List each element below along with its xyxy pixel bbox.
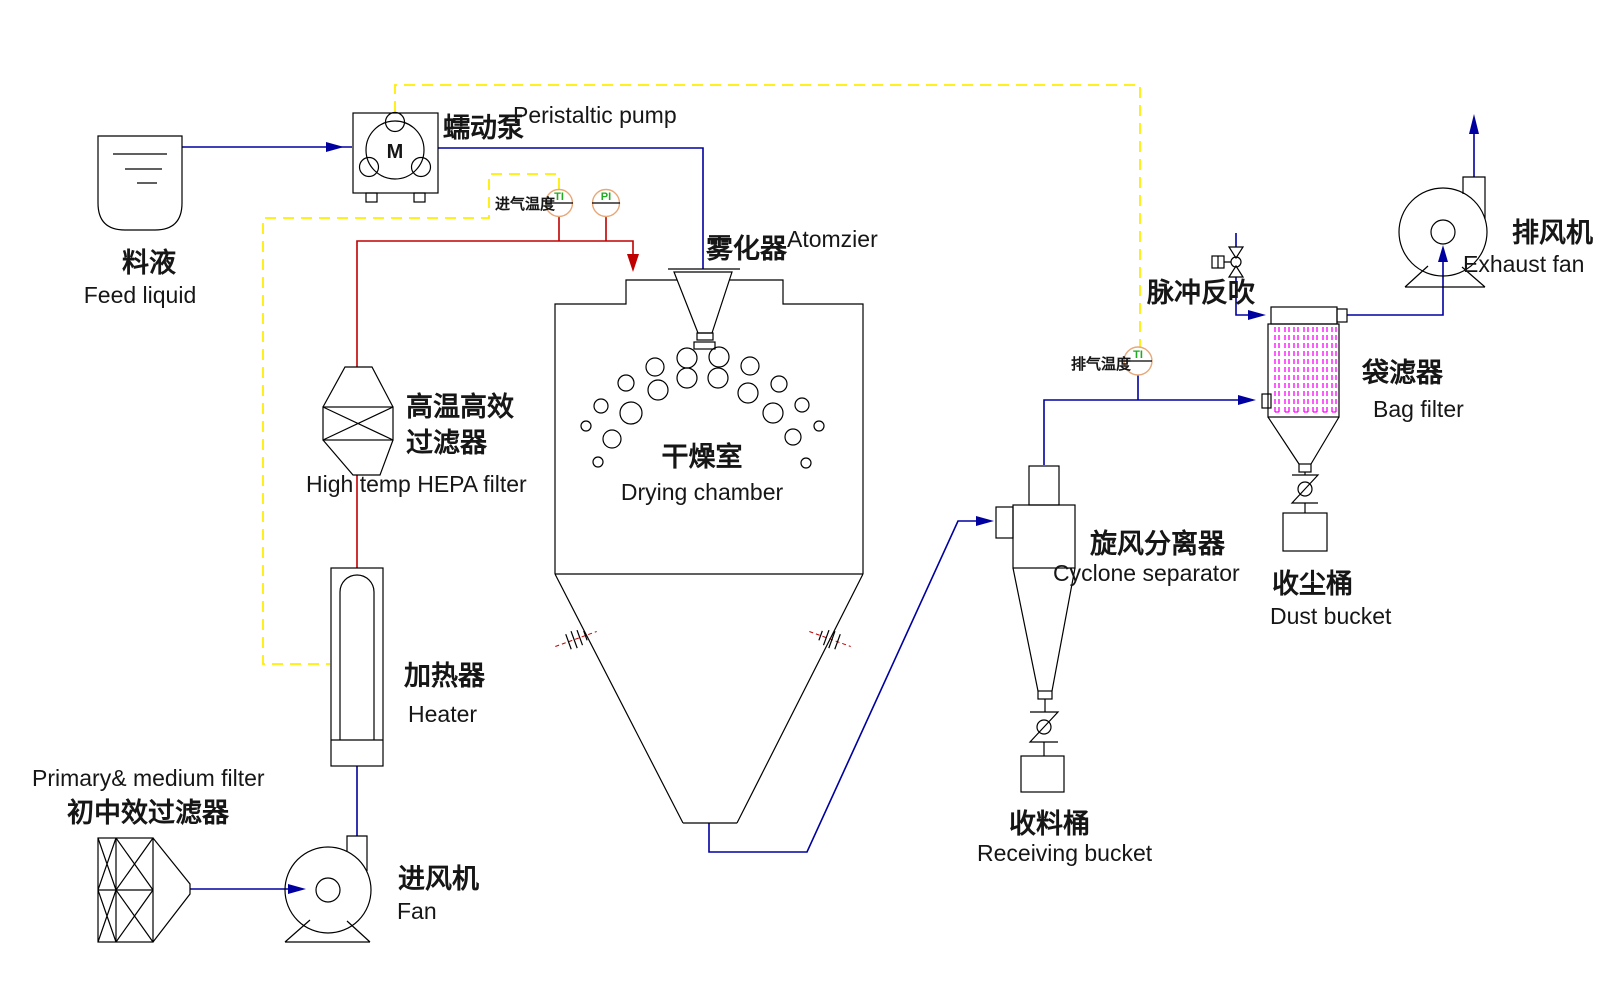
spray-droplets: [580, 346, 825, 469]
heater-label-zh: 加热器: [404, 661, 486, 691]
pulse-blowback-pipe: [1235, 233, 1266, 320]
feed-tank-label-zh: 料液: [122, 248, 176, 278]
exhaust-fan-outlet-duct: [1462, 176, 1486, 219]
cyclone-inlet-box: [995, 506, 1014, 539]
pump-foot-right: [413, 192, 426, 203]
drying-chamber: [554, 279, 864, 824]
pump-to-atomizer-pipe: [438, 147, 704, 269]
exhaust-temp-label: 排气温度: [1071, 355, 1132, 373]
inlet-pressure-sensor: PI: [591, 188, 621, 218]
cyclone-cone: [1012, 567, 1076, 692]
chamber-to-cyclone-pipe: [708, 516, 994, 853]
cyclone-label-en: Cyclone separator: [1053, 560, 1240, 586]
chamber-label-zh: 干燥室: [662, 441, 743, 472]
pump-motor-letter: M: [387, 141, 404, 163]
receiving-bucket: [1020, 755, 1065, 793]
filter-bags: [1274, 327, 1337, 413]
pump-foot-left: [365, 192, 378, 203]
bagfilter-rotary-valve: [1290, 474, 1320, 504]
inlet-pressure-sensor-tag: PI: [601, 191, 611, 203]
intake-fan-label-zh: 进风机: [398, 864, 479, 894]
heater: [330, 567, 384, 767]
liquid-level-lines: [113, 153, 167, 184]
hot-air-pipe: [356, 217, 639, 568]
receiving-label-en: Receiving bucket: [977, 840, 1153, 866]
peristaltic-pump: M: [352, 111, 439, 203]
receiving-label-zh: 收料桶: [1009, 809, 1090, 839]
bagfilter-to-exhaustfan-pipe: [1347, 245, 1448, 316]
pump-control-signal-line: [394, 84, 1141, 347]
atomizer-label-zh: 雾化器: [706, 234, 788, 264]
hepa-label-zh2: 过滤器: [406, 428, 488, 458]
prefilter-label-en: Primary& medium filter: [32, 765, 265, 791]
dust-bucket: [1282, 512, 1328, 552]
pump-label-en: Peristaltic pump: [513, 102, 677, 128]
chamber-label-en: Drying chamber: [621, 479, 784, 505]
exhaust-temp-sensor-tag: TI: [1133, 349, 1143, 361]
intake-fan-base: [284, 919, 371, 943]
cyclone-rotary-valve: [1028, 711, 1060, 743]
heater-control-signal-line: [262, 173, 560, 665]
prefilter-label-zh: 初中效过滤器: [67, 798, 230, 828]
hepa-filter: [322, 366, 394, 476]
bagfilter-label-zh: 袋滤器: [1361, 358, 1444, 388]
bag-filter: [1261, 306, 1348, 513]
inlet-temp-label: 进气温度: [495, 195, 556, 213]
pump-roller-top: [384, 111, 406, 133]
inlet-temp-sensor-tag: TI: [554, 191, 564, 203]
intake-fan-label-en: Fan: [397, 898, 437, 924]
prefilter-cone: [152, 837, 191, 943]
intake-fan: [284, 835, 372, 943]
exhaust-fan-base: [1404, 265, 1486, 288]
exhaust-outlet-pipe: [1469, 114, 1479, 177]
prefilter-to-fan-pipe: [190, 884, 306, 894]
cyclone-separator: [995, 465, 1076, 756]
bagfilter-label-en: Bag filter: [1373, 396, 1464, 422]
bagfilter-inlet-box: [1261, 393, 1272, 409]
hepa-label-en: High temp HEPA filter: [306, 471, 527, 497]
exhaust-fan-label-en: Exhaust fan: [1463, 251, 1584, 277]
pump-roller-left: [358, 156, 380, 178]
atomizer-label-en: Atomzier: [787, 226, 878, 252]
bagfilter-outlet-box: [1336, 308, 1348, 323]
atomizer: [668, 268, 740, 350]
bagfilter-header: [1270, 306, 1338, 325]
cyclone-to-bagfilter-pipe: [1043, 375, 1256, 465]
heater-label-en: Heater: [408, 701, 477, 727]
feed-tank-label-en: Feed liquid: [84, 282, 197, 308]
pulse-label: 脉冲反吹: [1146, 278, 1255, 308]
pump-label-zh: 蠕动泵: [443, 113, 524, 143]
exhaust-fan: [1398, 176, 1488, 288]
pump-roller-right: [410, 156, 432, 178]
primary-medium-filter: [97, 837, 191, 943]
exhaust-fan-label-zh: 排风机: [1512, 218, 1593, 248]
knocker-right: [809, 629, 851, 650]
bagfilter-cone: [1267, 416, 1340, 465]
inlet-temp-sensor: TI: [544, 188, 574, 218]
pulse-blowback-valve: [1211, 246, 1245, 278]
cyclone-label-zh: 旋风分离器: [1090, 528, 1226, 559]
exhaust-temp-sensor: TI: [1123, 346, 1153, 376]
feed-tank: [97, 135, 183, 231]
intake-fan-outlet-duct: [346, 835, 368, 871]
knocker-left: [555, 629, 597, 650]
chamber-cone: [554, 573, 864, 824]
dust-label-en: Dust bucket: [1270, 603, 1392, 629]
hepa-label-zh1: 高温高效: [406, 391, 514, 422]
hot-air-arrow-down: [627, 254, 639, 272]
dust-label-zh: 收尘桶: [1272, 569, 1353, 599]
feed-pipe: [182, 142, 352, 152]
